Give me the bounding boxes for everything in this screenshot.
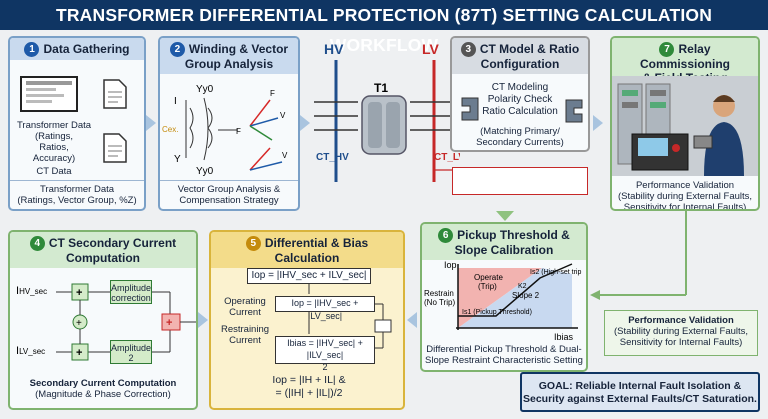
svg-text:T1: T1	[374, 81, 388, 95]
flow-arrow	[593, 115, 603, 131]
amplitude-2-box: Amplitude 2	[110, 340, 152, 364]
svg-text:V: V	[282, 151, 288, 160]
svg-text:ILV_sec: ILV_sec	[16, 345, 45, 357]
svg-text:+: +	[166, 317, 172, 329]
panel-caption: Differential Pickup Threshold & Dual- Sl…	[425, 344, 583, 366]
svg-text:K2: K2	[518, 283, 527, 290]
amplitude-correction-box: Amplitude correction	[110, 280, 152, 304]
svg-text:Is2 (High-set trip: Is2 (High-set trip	[530, 269, 581, 276]
ct-output-box	[452, 167, 588, 195]
svg-text:Slope 2: Slope 2	[512, 291, 540, 300]
svg-text:(No Trip): (No Trip)	[424, 298, 455, 307]
flow-arrow	[198, 312, 208, 328]
document-icon	[103, 79, 127, 109]
flow-arrow	[146, 115, 156, 131]
svg-text:F: F	[270, 89, 275, 98]
svg-text:Yy0: Yy0	[196, 166, 214, 177]
goal-banner: GOAL: Reliable Internal Fault Isolation …	[520, 372, 760, 412]
svg-text:Y: Y	[174, 154, 181, 165]
svg-text:V: V	[280, 111, 286, 120]
flow-arrow	[407, 312, 417, 328]
final-equation: Iop = |IH + IL| & = (|IH| + |IL|)/2	[272, 374, 346, 399]
svg-text:Is1 (Pickup Threshold): Is1 (Pickup Threshold)	[462, 309, 532, 316]
svg-text:I: I	[174, 96, 177, 107]
feedback-line	[590, 211, 687, 300]
bias-equation: Ibias = |IHV_sec| + |ILV_sec| 2	[275, 336, 375, 372]
svg-text:LV: LV	[422, 41, 440, 57]
ct-note: (Matching Primary/ Secondary Currents)	[476, 126, 564, 148]
svg-text:IHV_sec: IHV_sec	[16, 285, 47, 297]
page-title: TRANSFORMER DIFFERENTIAL PROTECTION (87T…	[0, 0, 768, 55]
svg-text:Yy0: Yy0	[196, 84, 214, 95]
svg-text:Operate: Operate	[474, 273, 503, 282]
restraint-characteristic-chart: Iop Ibias Operate (Trip) Restrain (No Tr…	[424, 260, 581, 342]
document-icon	[103, 133, 127, 163]
svg-text:HV: HV	[324, 41, 344, 57]
ct-steps: CT Modeling Polarity Check Ratio Calcula…	[482, 82, 558, 117]
svg-text:F: F	[236, 127, 241, 136]
svg-text:+: +	[76, 318, 82, 329]
operating-current-label: Operating Current	[224, 296, 266, 318]
svg-text:(Trip): (Trip)	[478, 282, 497, 291]
panel-caption: Performance Validation (Stability during…	[617, 180, 753, 211]
panel-caption: Secondary Current Computation (Magnitude…	[29, 378, 177, 400]
performance-validation-box: Performance Validation (Stability during…	[604, 310, 758, 356]
field-testing-illustration	[612, 76, 758, 176]
svg-text:Cex.: Cex.	[162, 125, 178, 134]
svg-text:Restrain: Restrain	[424, 289, 454, 298]
operating-equation-main: Iop = |IHV_sec + ILV_sec|	[247, 268, 371, 284]
monitor-icon	[20, 76, 78, 112]
current-computation-diagram: IHV_sec ILV_sec + + + +	[16, 283, 196, 361]
svg-text:+: +	[76, 347, 82, 359]
svg-text:CT_HV: CT_HV	[316, 152, 349, 163]
doc-text: Transformer Data (Ratings, Ratios, Accur…	[16, 120, 92, 177]
restraining-current-label: Restraining Current	[220, 324, 270, 346]
ct-core-icon	[565, 99, 583, 123]
ct-core-icon	[461, 97, 479, 121]
flow-arrow	[496, 211, 514, 221]
vector-diagram: Yy0 I Y Yy0 Cex. F F V V	[162, 84, 288, 177]
svg-text:CT_LV: CT_LV	[434, 152, 460, 163]
operating-equation: Iop = |IHV_sec + ILV_sec|	[275, 296, 375, 321]
flow-arrow	[300, 115, 310, 131]
transformer-diagram: HV CT_HV T1 LV CT_LV	[314, 41, 460, 182]
svg-text:Iop: Iop	[444, 260, 457, 270]
panel-caption: Transformer Data (Ratings, Vector Group,…	[10, 180, 144, 206]
panel-caption: Vector Group Analysis & Compensation Str…	[160, 180, 298, 206]
svg-text:Ibias: Ibias	[554, 332, 574, 342]
svg-text:+: +	[76, 287, 82, 299]
